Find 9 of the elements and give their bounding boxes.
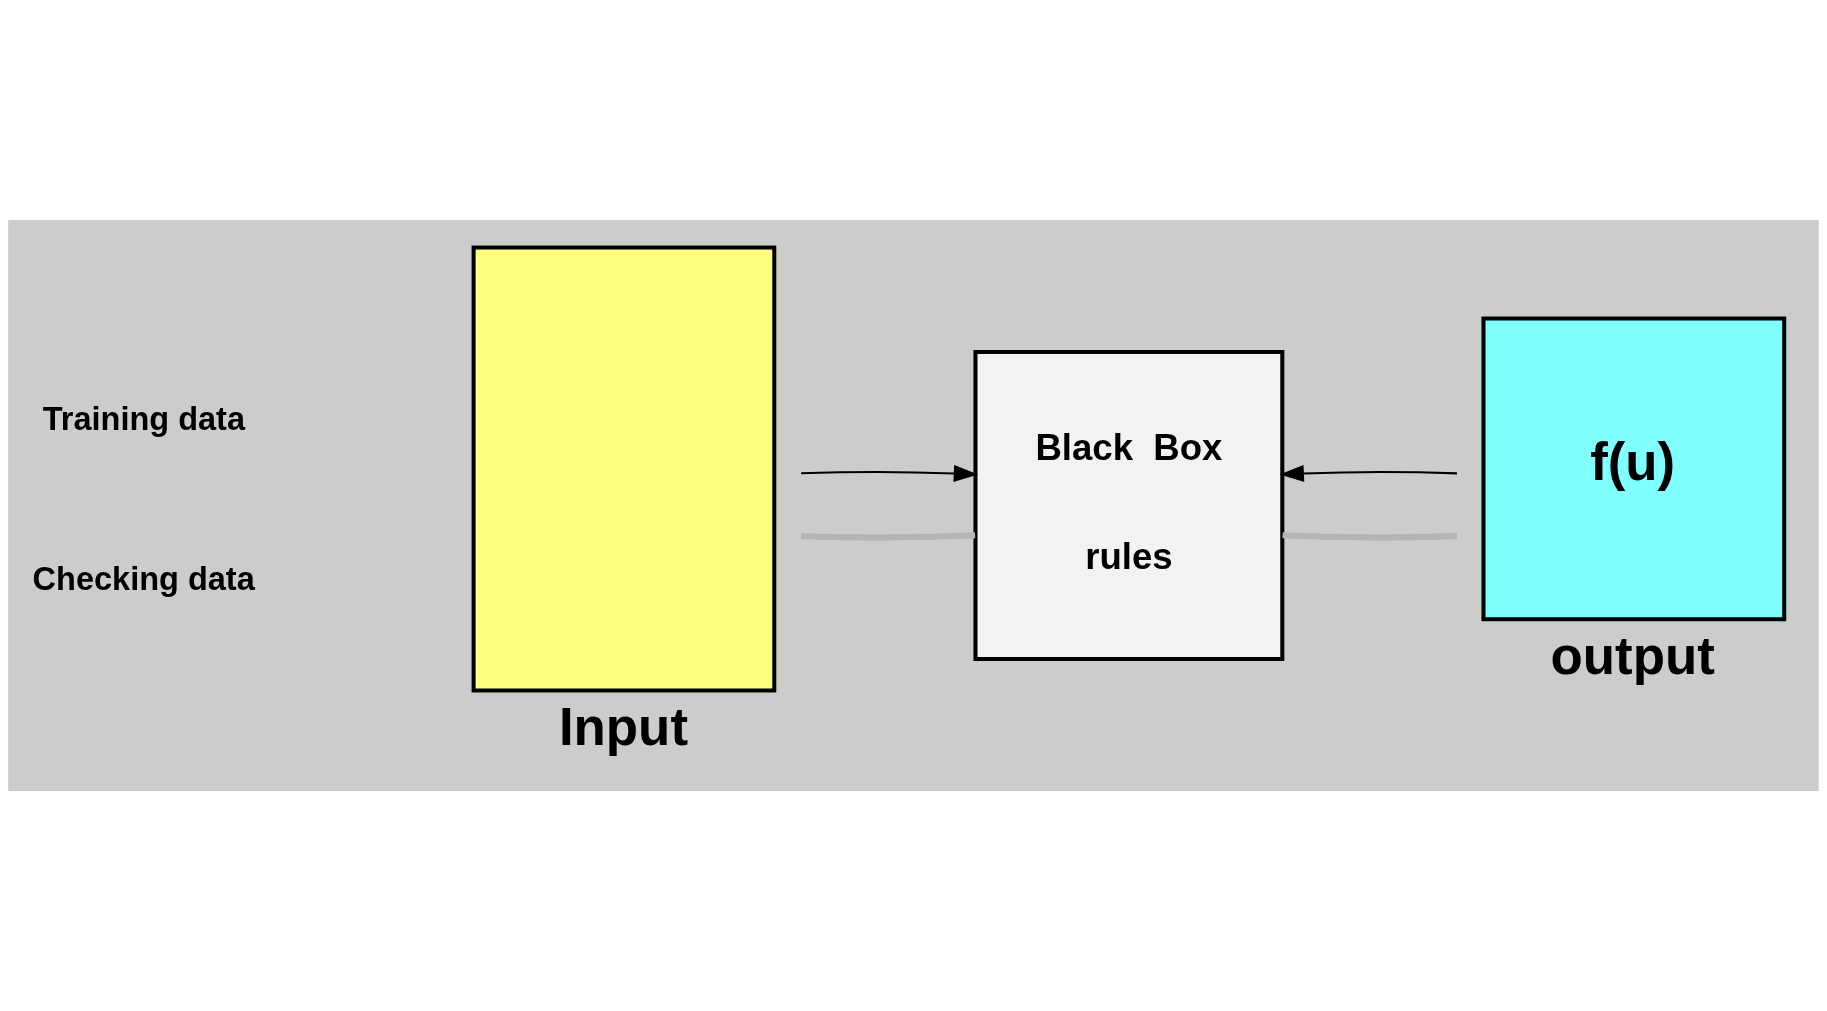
node-label: Input [558, 696, 688, 756]
label: Training data [42, 400, 246, 437]
arrow [1279, 464, 1457, 482]
connector [1282, 532, 1458, 541]
arrow [801, 464, 979, 482]
node-label: output [1550, 625, 1715, 685]
node-box: Black Box rules [973, 350, 1285, 661]
connector [801, 532, 976, 541]
label: Checking data [32, 561, 255, 598]
